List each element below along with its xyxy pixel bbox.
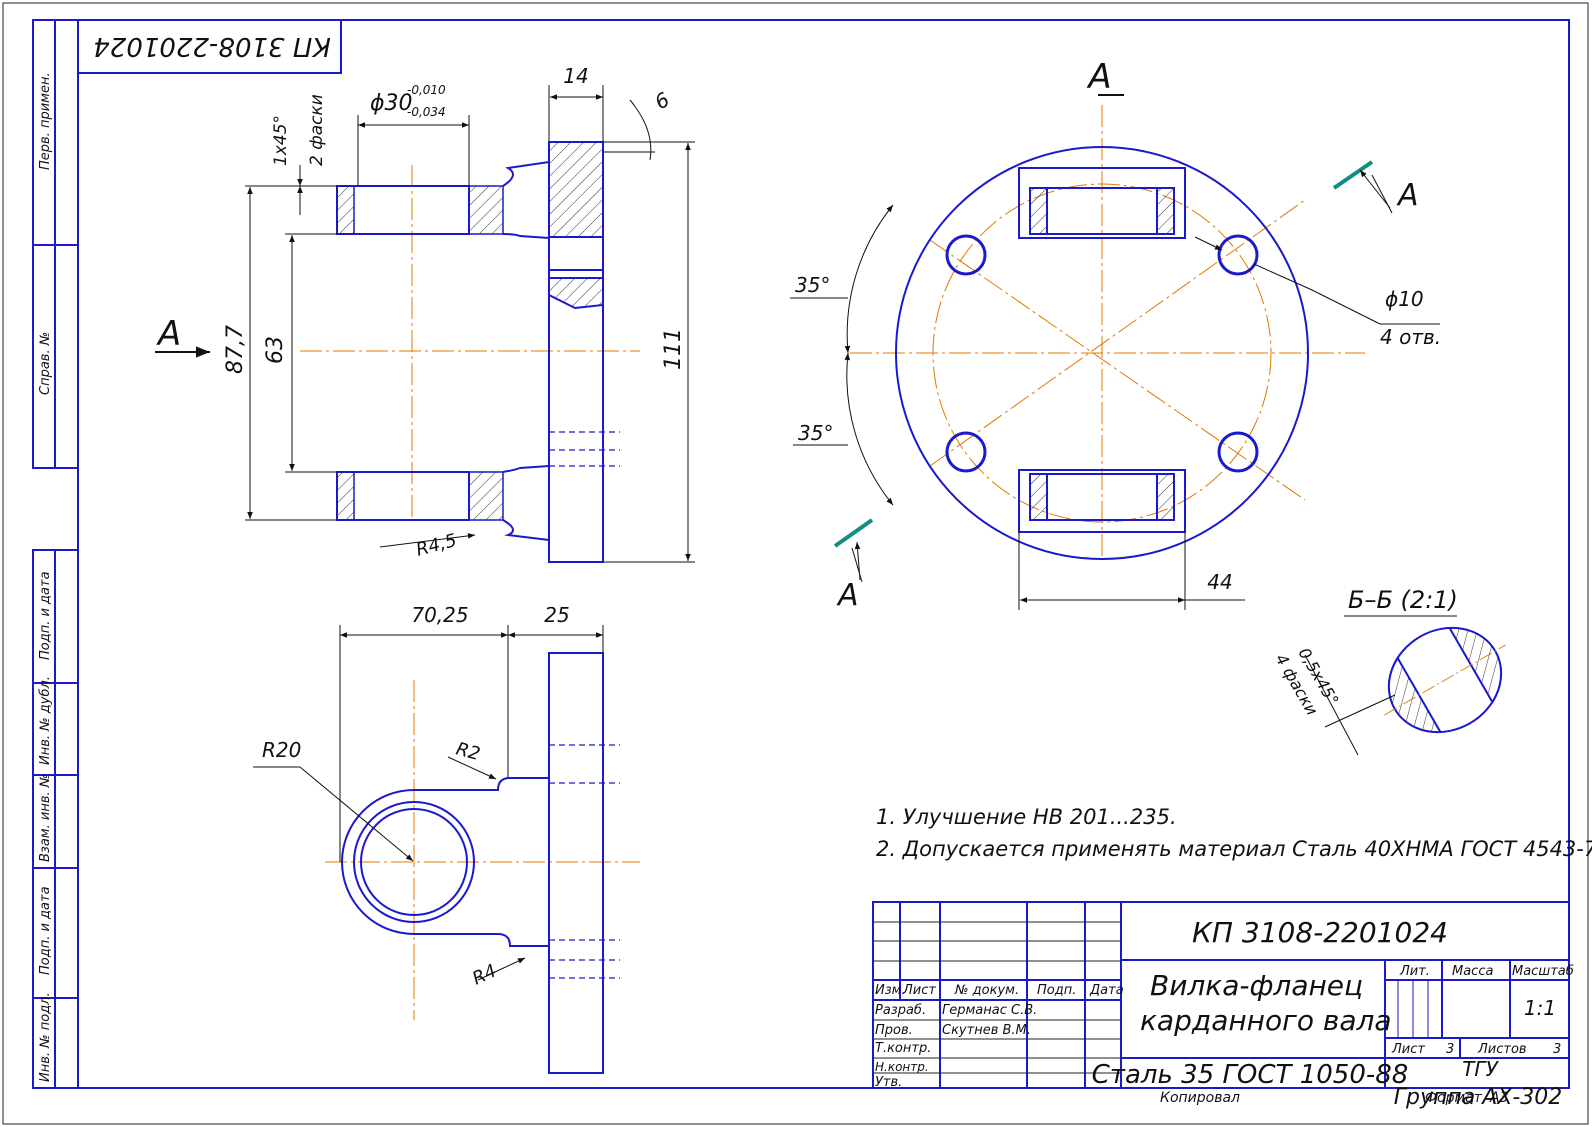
lbl-list: Лист xyxy=(1391,1042,1425,1057)
format-value: А3 xyxy=(1489,1090,1508,1106)
strip-inv-podl: Инв. № подл. xyxy=(38,992,53,1082)
strip-podp-data-2: Подп. и дата xyxy=(38,886,53,975)
val-list: 3 xyxy=(1446,1042,1454,1057)
razrab-name: Германас С.В. xyxy=(942,1003,1037,1018)
dim-r4-5: R4,5 xyxy=(414,530,459,561)
row-prov: Пров. xyxy=(875,1023,913,1038)
lbl-masshtab: Масштаб xyxy=(1512,964,1574,979)
rotated-code-box: КП 3108-2201024 xyxy=(77,19,342,74)
view-a-title: А xyxy=(1086,57,1111,97)
dim-r4: R4 xyxy=(469,960,500,989)
section-bb-title: Б–Б (2:1) xyxy=(1348,586,1458,614)
view-arrow-label-a: А xyxy=(156,314,181,354)
cut-label-a-1: А xyxy=(1396,178,1419,213)
title-block-name-line1: Вилка-фланец xyxy=(1150,969,1363,1002)
lbl-massa: Масса xyxy=(1452,964,1493,979)
scale-value: 1:1 xyxy=(1524,996,1556,1020)
dim-6: 6 xyxy=(651,87,674,114)
dim-tol-upper: -0,010 xyxy=(407,83,446,97)
dim-14: 14 xyxy=(563,64,588,88)
dim-tol-lower: -0,034 xyxy=(407,105,446,119)
cut-label-a-2: А xyxy=(836,578,859,613)
view-bottom-left: 70,25 25 R20 R2 R4 xyxy=(253,603,640,1074)
left-strip xyxy=(32,19,79,1089)
strip-inv-dubl: Инв. № дубл. xyxy=(38,676,53,765)
val-listov: 3 xyxy=(1553,1042,1561,1057)
title-block: КП 3108-2201024 Вилка-фланец карданного … xyxy=(872,901,1574,1110)
group-name: Группа АХ-302 xyxy=(1394,1085,1563,1110)
row-nkontr: Н.контр. xyxy=(875,1060,929,1074)
dim-chamfer-note: 2 фаски xyxy=(307,94,327,166)
section-bb: Б–Б (2:1) 0,5x45° 4 фаски xyxy=(1272,586,1506,756)
left-strip-labels: Перв. примен. Справ. № Подп. и дата Инв.… xyxy=(38,72,53,1082)
org-name: ТГУ xyxy=(1462,1057,1499,1081)
dim-r20: R20 xyxy=(262,738,301,762)
col-list: Лист xyxy=(902,983,936,998)
dim-111: 111 xyxy=(661,328,686,370)
col-ndokum: № докум. xyxy=(954,983,1019,998)
prov-name: Скутнев В.М. xyxy=(942,1023,1031,1038)
hole-diameter: ϕ10 xyxy=(1385,287,1424,311)
note-1: 1. Улучшение НВ 201...235. xyxy=(876,805,1177,829)
title-block-name-line2: карданного вала xyxy=(1140,1004,1392,1037)
note-2: 2. Допускается применять материал Сталь … xyxy=(876,837,1592,861)
view-right-a: А А А 35° 35° ϕ10 4 отв. 44 xyxy=(790,57,1441,613)
view-top-left: 14 6 ϕ30 -0,010 -0,034 1x45° 2 фаски 87,… xyxy=(155,64,695,563)
angle-35-top: 35° xyxy=(795,273,830,297)
strip-podp-data-1: Подп. и дата xyxy=(38,571,53,660)
strip-vzam-inv: Взам. инв. № xyxy=(38,774,53,862)
technical-notes: 1. Улучшение НВ 201...235. 2. Допускаетс… xyxy=(876,805,1592,861)
format-label: Формат xyxy=(1425,1090,1483,1106)
dim-25: 25 xyxy=(544,603,569,627)
angle-35-bottom: 35° xyxy=(798,421,833,445)
row-tkontr: Т.контр. xyxy=(875,1041,931,1056)
row-utv: Утв. xyxy=(875,1075,902,1090)
col-data: Дата xyxy=(1089,983,1124,998)
strip-perv-primen: Перв. примен. xyxy=(38,72,53,170)
rotated-doc-code: КП 3108-2201024 xyxy=(93,31,331,61)
col-podp: Подп. xyxy=(1037,983,1076,998)
lbl-lit: Лит. xyxy=(1399,964,1430,979)
title-block-material: Сталь 35 ГОСТ 1050-88 xyxy=(1092,1060,1409,1090)
strip-sprav-no: Справ. № xyxy=(38,332,53,395)
hole-count: 4 отв. xyxy=(1380,325,1441,349)
dim-phi30: ϕ30 xyxy=(370,91,413,116)
dim-chamfer: 1x45° xyxy=(271,115,291,166)
title-block-code: КП 3108-2201024 xyxy=(1192,916,1448,949)
dim-70-25: 70,25 xyxy=(411,603,468,627)
kopiroval: Копировал xyxy=(1160,1090,1240,1106)
dim-63: 63 xyxy=(263,336,288,364)
col-izm: Изм. xyxy=(875,983,906,998)
dim-44: 44 xyxy=(1207,570,1232,594)
lbl-listov: Листов xyxy=(1477,1042,1527,1057)
dim-87-7: 87,7 xyxy=(223,325,248,374)
row-razrab: Разраб. xyxy=(875,1003,926,1018)
